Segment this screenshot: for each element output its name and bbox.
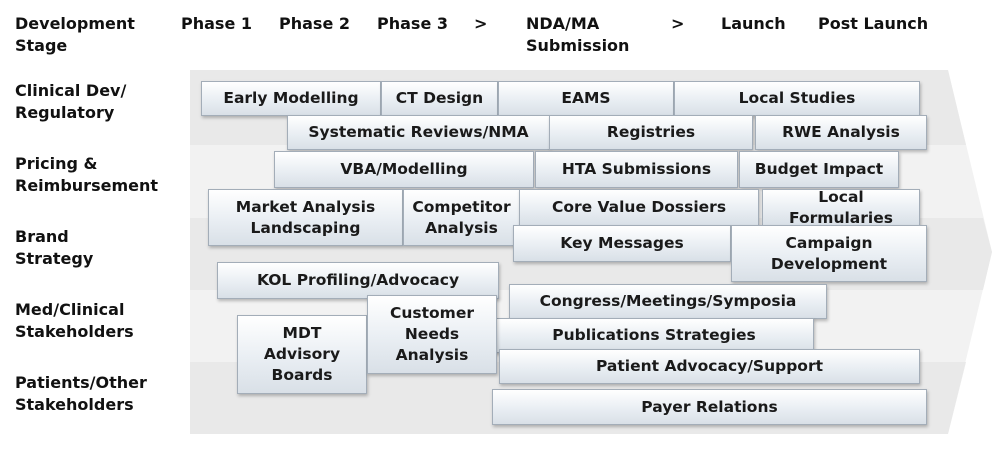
box-congress: Congress/Meetings/Symposia (509, 284, 827, 319)
box-payer-relations: Payer Relations (492, 389, 927, 425)
development-stage-label: Development Stage (15, 14, 135, 55)
box-core-value-dossiers: Core Value Dossiers (519, 189, 759, 226)
box-systematic-reviews: Systematic Reviews/NMA (287, 115, 550, 150)
phase-header-nda-submission: NDA/MA Submission (526, 14, 630, 55)
box-ct-design: CT Design (381, 81, 498, 116)
box-campaign-development: Campaign Development (731, 225, 927, 282)
box-rwe-analysis: RWE Analysis (755, 115, 927, 150)
box-early-modelling: Early Modelling (201, 81, 381, 116)
row-label-brand: Brand Strategy (15, 227, 94, 268)
row-label-patients: Patients/Other Stakeholders (15, 373, 147, 414)
box-key-messages: Key Messages (513, 225, 731, 262)
box-local-formularies: Local Formularies (762, 188, 920, 227)
row-label-pricing: Pricing & Reimbursement (15, 154, 158, 195)
box-publications: Publications Strategies (494, 318, 814, 353)
box-customer-needs-analysis: Customer Needs Analysis (367, 295, 497, 374)
row-label-clinical: Clinical Dev/ Regulatory (15, 81, 127, 122)
box-eams: EAMS (498, 81, 674, 116)
phase-header-launch: Launch (721, 14, 786, 33)
box-patient-advocacy: Patient Advocacy/Support (499, 349, 920, 384)
phase-header-post-launch: Post Launch (818, 14, 929, 33)
box-budget-impact: Budget Impact (739, 151, 899, 188)
phase-header-phase-1: Phase 1 (181, 14, 252, 33)
phase-header-phase-3: Phase 3 (377, 14, 448, 33)
box-competitor-analysis: Competitor Analysis (403, 189, 520, 246)
box-registries: Registries (549, 115, 753, 150)
box-mdt-advisory-boards: MDT Advisory Boards (237, 315, 367, 394)
box-kol-profiling: KOL Profiling/Advocacy (217, 262, 499, 299)
phase-header-arrow-2: > (671, 14, 685, 33)
phase-header-arrow-1: > (474, 14, 488, 33)
phase-header-phase-2: Phase 2 (279, 14, 350, 33)
box-vba-modelling: VBA/Modelling (274, 151, 534, 188)
box-hta-submissions: HTA Submissions (535, 151, 738, 188)
box-local-studies: Local Studies (674, 81, 920, 116)
row-label-med: Med/Clinical Stakeholders (15, 300, 134, 341)
box-market-analysis: Market Analysis Landscaping (208, 189, 403, 246)
